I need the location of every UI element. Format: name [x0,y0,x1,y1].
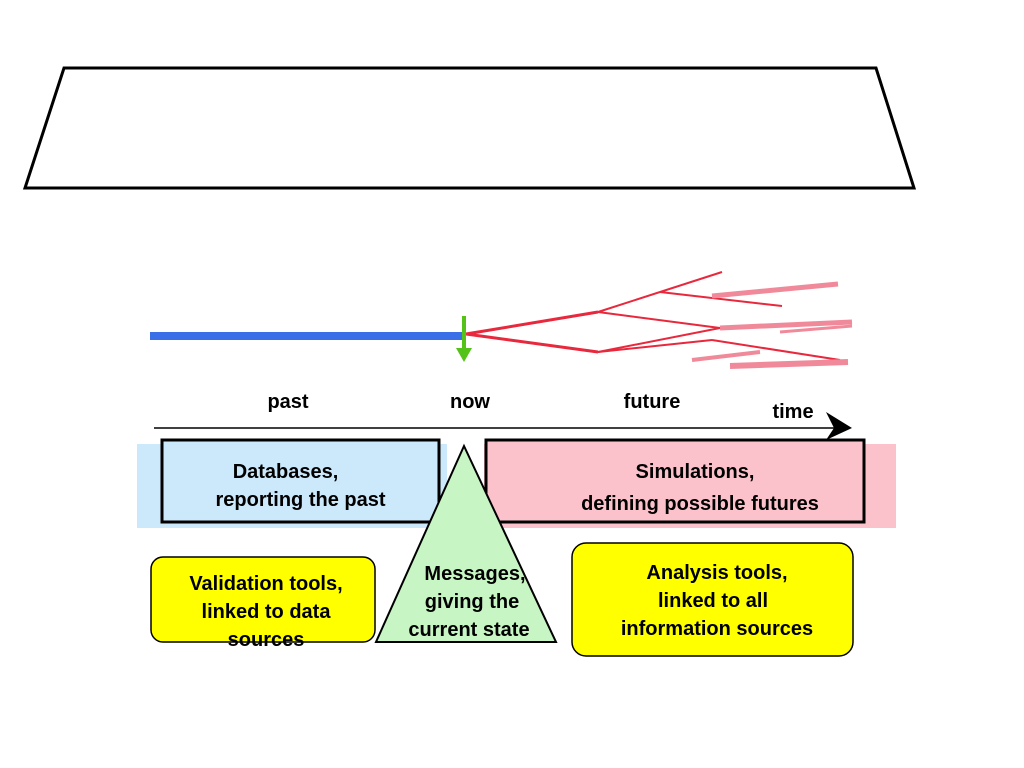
branch-lower-b [711,339,841,361]
messages-line-1: Messages, [424,563,526,585]
past-label: past [267,391,309,413]
branch-upper-mid-b [779,324,853,334]
messages-line-2: giving the [424,591,520,613]
validation-text: Validation tools, linked to data sources [151,570,381,654]
simulations-line-2: defining possible futures [581,493,819,515]
future-label: future [623,391,681,413]
future-branches [465,271,853,369]
branch-upper-up-b [711,281,839,299]
analysis-line-3: information sources [620,618,814,640]
simulations-box [484,438,866,524]
validation-line-1: Validation tools, [189,573,343,595]
title-frame [22,66,917,190]
validation-line-2: linked to data [201,601,331,623]
simulations-text: Simulations, defining possible futures [520,458,880,518]
branch-lower-up [597,327,721,353]
branch-upper-mid-a [719,319,853,331]
databases-line-1: Databases, [232,461,339,483]
branch-upper-up-a [659,291,783,307]
time-label: time [772,401,814,423]
time-arrow-head [826,412,852,440]
validation-box [150,556,376,643]
branch-trunk-lower [465,332,599,354]
messages-text: Messages, giving the current state [384,560,556,644]
simulations-line-1: Simulations, [635,461,755,483]
branch-trunk-upper [465,310,599,336]
validation-line-3: sources [227,629,305,651]
now-label: now [450,391,490,413]
databases-text: Databases, reporting the past [162,458,439,514]
branch-lower-mid [597,339,713,353]
branch-lower-a [691,350,761,362]
branch-lower-c [729,359,849,369]
messages-triangle [374,443,558,643]
analysis-line-2: linked to all [657,590,769,612]
analysis-line-1: Analysis tools, [646,562,788,584]
branch-upper-mid [597,311,721,329]
databases-box [160,438,441,524]
databases-line-2: reporting the past [215,489,386,511]
now-arrow-head [456,348,472,362]
analysis-text: Analysis tools, linked to all informatio… [572,559,862,643]
analysis-box [571,542,854,657]
messages-line-3: current state [408,619,530,641]
